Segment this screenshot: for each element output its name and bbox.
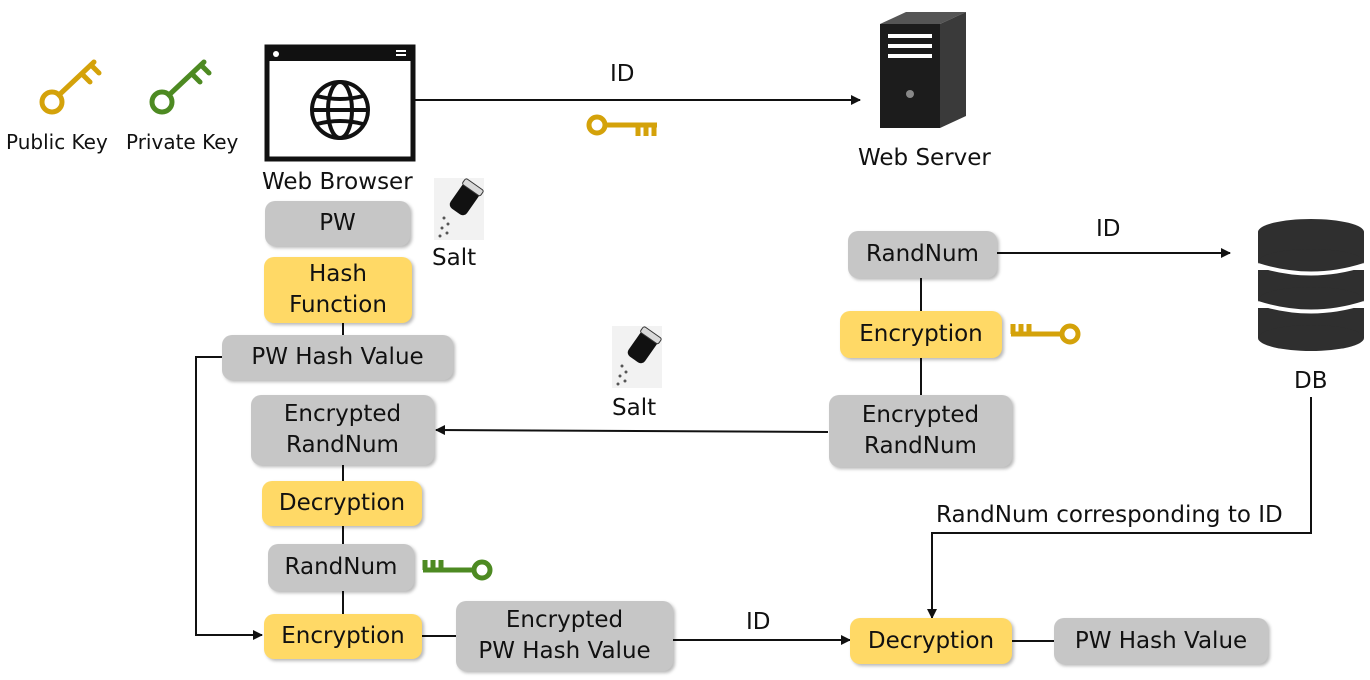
encrypted-randnum-box-client: Encrypted RandNum (251, 395, 434, 465)
public-key-icon-transfer (586, 114, 657, 136)
salt-shaker-icon (434, 178, 484, 240)
public-key-icon-server (1010, 323, 1081, 345)
public-key-label: Public Key (6, 130, 108, 154)
id-label-randnum-db: ID (1096, 216, 1121, 242)
encrypted-pw-hash-value-box: Encrypted PW Hash Value (456, 601, 673, 671)
web-server-label: Web Server (858, 145, 991, 171)
encryption-box-client: Encryption (264, 614, 422, 659)
arrow-db-to-decryption (927, 397, 1312, 619)
public-key-icon (39, 59, 102, 115)
private-key-icon-client (422, 559, 493, 581)
randnum-box-client: RandNum (268, 544, 414, 591)
encryption-box-server: Encryption (840, 311, 1002, 358)
pw-hash-value-box: PW Hash Value (222, 335, 453, 380)
web-server-icon (880, 12, 966, 128)
db-label: DB (1294, 368, 1328, 394)
arrow-encrypted-randnum-to-client (435, 425, 829, 436)
hash-function-box: Hash Function (264, 257, 412, 323)
arrow-pw-hash-to-encryption (195, 356, 263, 640)
web-browser-icon (264, 44, 416, 162)
randnum-box-server: RandNum (848, 231, 997, 278)
salt-shaker-icon (612, 326, 662, 388)
database-icon (1257, 219, 1365, 351)
private-key-label: Private Key (126, 130, 239, 154)
decryption-box-client: Decryption (262, 481, 422, 526)
pw-box: PW (265, 201, 410, 246)
randnum-corresponding-label: RandNum corresponding to ID (936, 502, 1283, 528)
id-label-to-decryption: ID (746, 609, 771, 635)
encrypted-randnum-box-server: Encrypted RandNum (829, 395, 1012, 467)
private-key-icon (149, 59, 212, 115)
pw-hash-value-box-final: PW Hash Value (1054, 618, 1268, 664)
id-label-browser-server: ID (610, 61, 635, 87)
salt-label-top: Salt (432, 245, 477, 271)
web-browser-label: Web Browser (262, 169, 413, 195)
salt-label-middle: Salt (612, 395, 657, 421)
decryption-box-server: Decryption (850, 618, 1012, 664)
